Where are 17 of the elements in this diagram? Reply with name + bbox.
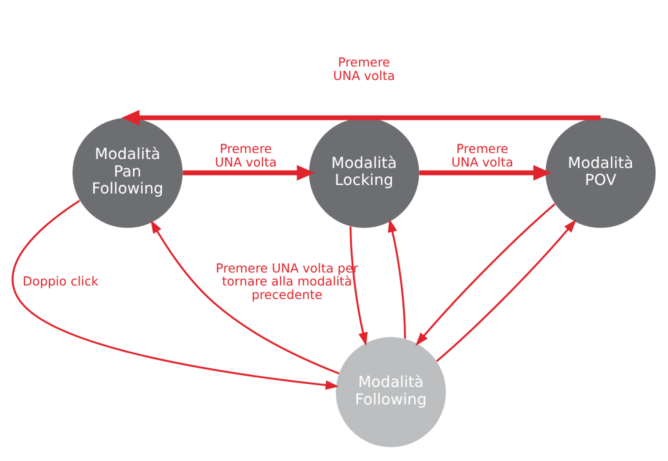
- arrow: [350, 226, 368, 346]
- arrow: [122, 109, 601, 126]
- arrow: [436, 218, 576, 362]
- arrow: [388, 218, 406, 338]
- edge-label: Premere UNA volta: [214, 140, 277, 170]
- node-circle: Modalità Following: [336, 336, 446, 447]
- arrow: [182, 164, 315, 180]
- arrow: [12, 199, 339, 390]
- edge-label: Premere UNA volta: [451, 140, 514, 170]
- arrow: [150, 219, 340, 374]
- node-circle: Modalità Locking: [309, 117, 420, 228]
- edge-label: Doppio click: [22, 273, 98, 288]
- node-circle: Modalità POV: [546, 117, 656, 228]
- arrow: [419, 164, 552, 180]
- edge-label: Premere UNA volta: [333, 54, 395, 82]
- node-circle: Modalità Pan Following: [72, 117, 183, 228]
- arrow: [415, 202, 556, 346]
